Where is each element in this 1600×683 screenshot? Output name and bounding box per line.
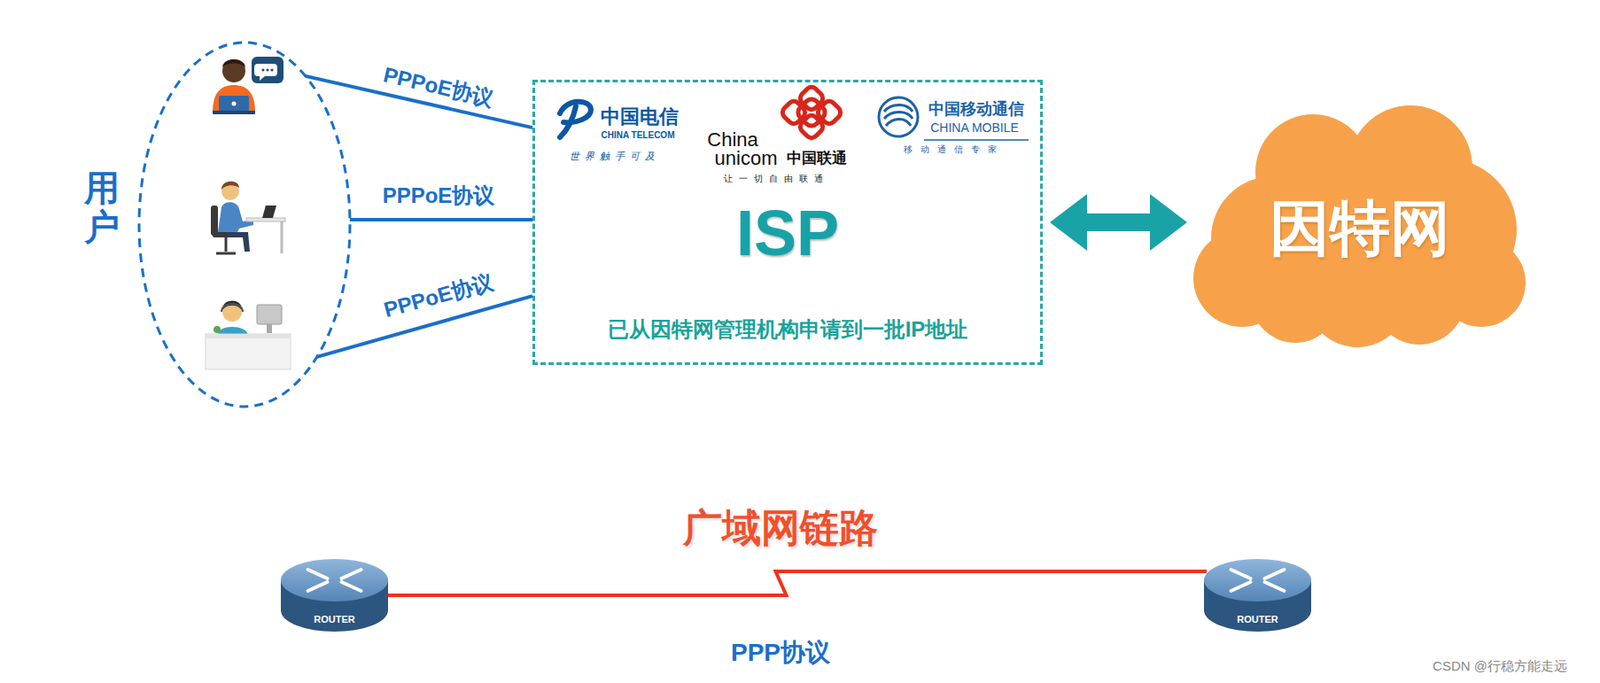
desk-top — [205, 333, 291, 339]
mobile-logo — [878, 97, 1029, 140]
watermark: CSDN @行稳方能走远 — [1432, 658, 1568, 674]
cloud-puff — [1373, 252, 1466, 345]
router-arrow — [1265, 569, 1285, 579]
protocol-label: PPPoE协议 — [382, 183, 496, 209]
router-label: ROUTER — [1236, 614, 1278, 625]
desk-leg — [280, 221, 284, 254]
mobile-swirl — [884, 112, 913, 120]
protocol-label: PPP协议 — [730, 638, 831, 668]
chair-back — [210, 205, 218, 236]
router-top — [280, 559, 389, 602]
router-arrow — [308, 582, 328, 591]
chair-leg — [225, 237, 228, 252]
isp-title: ISP — [736, 201, 839, 265]
label-anchor: CHINA MOBILE — [930, 120, 1019, 135]
desk-top — [246, 217, 286, 222]
router-top — [1203, 559, 1312, 602]
user-legs — [226, 232, 250, 252]
chat-dot — [270, 68, 273, 71]
router-arrow — [1265, 582, 1285, 591]
label-anchor: 移动通信专家 — [903, 144, 1005, 156]
user-body — [217, 201, 254, 233]
router-label: ROUTER — [313, 614, 355, 625]
group-label: 用户 — [84, 168, 120, 247]
user-hair — [222, 59, 246, 68]
double-arrow — [1049, 194, 1188, 251]
chat-bubble — [251, 56, 284, 84]
router-icon: ROUTER — [1201, 555, 1314, 636]
pppoe-link — [349, 217, 533, 222]
cloud-puff — [1250, 254, 1340, 343]
label-anchor: PPP协议 — [730, 638, 831, 668]
logo-slogan: 移动通信专家 — [903, 144, 1005, 156]
knot-loop — [795, 96, 829, 130]
logo-text: 中国电信 — [600, 105, 679, 128]
headset — [221, 303, 243, 312]
chair-foot — [216, 252, 236, 256]
cup — [213, 326, 221, 334]
router-arrow — [1231, 582, 1251, 591]
logo-text: unicom — [714, 147, 778, 170]
isp-note: 已从因特网管理机构申请到一批IP地址 — [607, 316, 969, 343]
link-label: 广域网链路 — [683, 505, 878, 552]
mobile-swirl — [884, 105, 913, 113]
mobile-rule — [924, 139, 1029, 141]
label-anchor: 中国电信 — [600, 105, 679, 128]
protocol-label: PPPoE协议 — [380, 269, 497, 322]
label-anchor: 世界触手可及 — [569, 150, 661, 163]
edge-label-anchor: PPPoE协议 — [380, 62, 497, 111]
chat-dot — [265, 68, 269, 71]
edge-label-anchor: 广域网链路 — [683, 505, 878, 552]
unicom-knot — [779, 84, 843, 140]
label-anchor: CSDN @行稳方能走远 — [1432, 658, 1568, 674]
laptop-base — [212, 110, 256, 115]
telecom-logo — [559, 101, 591, 138]
internet-cloud: 因特网 — [1188, 96, 1531, 348]
desk — [205, 333, 291, 370]
router-icon: ROUTER — [278, 555, 391, 636]
edge-label-anchor: PPPoE协议 — [382, 183, 496, 209]
laptop-logo — [232, 101, 237, 107]
mobile-swirl — [885, 119, 911, 127]
chat-bubble-inner — [254, 63, 278, 81]
group-ellipse — [139, 42, 350, 407]
chat-dot — [261, 68, 265, 71]
label-anchor: unicom — [714, 147, 778, 170]
cloud-label: 因特网 — [1269, 197, 1451, 258]
logo-text: CHINA MOBILE — [930, 120, 1019, 135]
monitor — [256, 304, 282, 325]
user-icon — [210, 181, 286, 254]
wan-link — [385, 571, 1207, 596]
logo-text: 中国移动通信 — [928, 100, 1025, 119]
user-hair — [221, 181, 240, 190]
user-group-ellipse: 用户 — [137, 40, 352, 409]
logo-text: 中国联通 — [786, 149, 847, 168]
user-icon — [205, 301, 291, 371]
laptop — [218, 95, 249, 112]
user-body — [212, 85, 256, 112]
edge-label-anchor: PPPoE协议 — [380, 269, 497, 322]
router-arrow — [308, 569, 328, 579]
mobile-ring — [878, 97, 918, 137]
router-arrow — [1231, 569, 1251, 579]
label-anchor: 让一切自由联通 — [723, 173, 830, 185]
label-anchor: 中国联通 — [786, 149, 847, 168]
protocol-label: PPPoE协议 — [380, 62, 497, 111]
logo-slogan: 让一切自由联通 — [723, 173, 830, 185]
telecom-stroke — [559, 106, 576, 138]
router-arrow — [341, 582, 362, 591]
label-anchor: 中国移动通信 — [928, 100, 1025, 119]
logo-slogan: 世界触手可及 — [569, 150, 661, 163]
user-head — [222, 59, 246, 83]
laptop — [262, 205, 277, 218]
ellipse-outline — [137, 40, 352, 409]
router-arrow — [341, 569, 362, 579]
logo-text: CHINA TELECOM — [601, 130, 676, 141]
user-icon — [212, 56, 284, 115]
monitor-stand — [266, 324, 272, 334]
label-anchor: CHINA TELECOM — [601, 130, 676, 141]
